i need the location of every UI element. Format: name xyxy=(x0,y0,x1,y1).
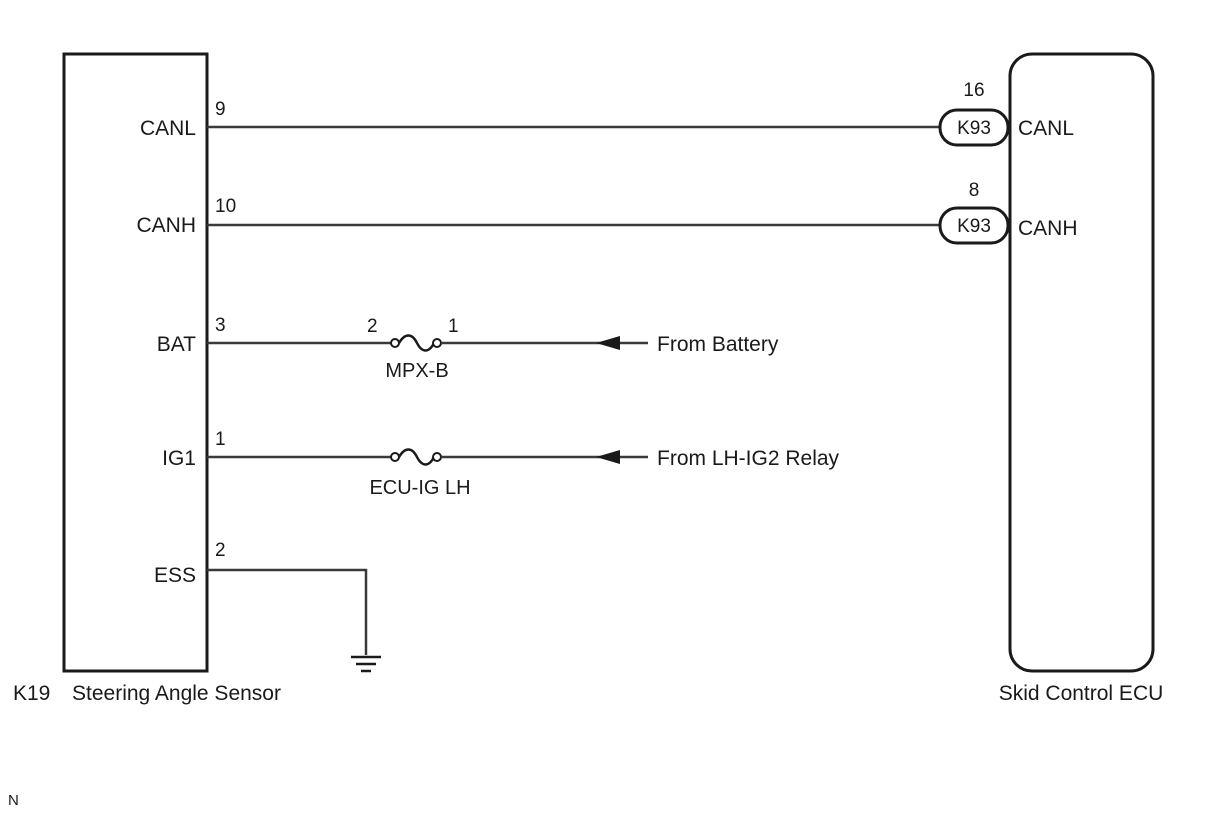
connector-k93-canl xyxy=(938,108,1010,147)
pin-number-1: 1 xyxy=(215,429,226,450)
fuse-mpx-b-label: MPX-B xyxy=(385,360,448,382)
fuse-mpx-b-pin-right: 1 xyxy=(448,316,459,337)
arrow-from-battery-icon xyxy=(596,336,620,350)
component-name-steering-angle-sensor: Steering Angle Sensor xyxy=(72,682,281,705)
arrow-from-relay-icon xyxy=(596,450,620,464)
pin-label-bat: BAT xyxy=(157,333,196,356)
wire-ess-ground xyxy=(207,568,368,655)
fuse-mpx-b-terminal-right xyxy=(432,338,442,348)
pin-label-canh: CANH xyxy=(136,214,196,237)
pin-number-3: 3 xyxy=(215,315,226,336)
pin-label-ess: ESS xyxy=(154,564,196,587)
steering-angle-sensor-box xyxy=(62,52,209,673)
ecu-pin-number-8: 8 xyxy=(969,180,980,201)
fuse-ecu-ig-lh-label: ECU-IG LH xyxy=(369,477,470,499)
source-from-battery: From Battery xyxy=(657,333,779,356)
connector-label-k93-canh: K93 xyxy=(957,216,991,237)
fuse-mpx-b-pin-left: 2 xyxy=(367,316,378,337)
corner-mark: N xyxy=(8,792,19,809)
ecu-pin-label-canl: CANL xyxy=(1018,117,1074,140)
pin-number-2: 2 xyxy=(215,540,226,561)
fuse-ecu-ig-lh-terminal-left xyxy=(390,452,400,462)
source-from-lh-ig2-relay: From LH-IG2 Relay xyxy=(657,447,840,470)
fuse-mpx-b-terminal-left xyxy=(390,338,400,348)
pin-label-ig1: IG1 xyxy=(162,447,196,470)
fuse-ecu-ig-lh-icon xyxy=(397,448,436,466)
pin-label-canl: CANL xyxy=(140,117,196,140)
pin-number-9: 9 xyxy=(215,99,226,120)
fuse-mpx-b-icon xyxy=(397,334,436,352)
fuse-ecu-ig-lh-terminal-right xyxy=(432,452,442,462)
ecu-pin-label-canh: CANH xyxy=(1018,217,1078,240)
connector-label-k93-canl: K93 xyxy=(957,118,991,139)
pin-number-10: 10 xyxy=(215,196,236,217)
ecu-pin-number-16: 16 xyxy=(963,80,984,101)
component-name-skid-control-ecu: Skid Control ECU xyxy=(999,682,1164,705)
connector-k93-canh xyxy=(938,206,1010,245)
skid-control-ecu-box xyxy=(1008,52,1155,673)
component-code-k19: K19 xyxy=(13,682,50,705)
